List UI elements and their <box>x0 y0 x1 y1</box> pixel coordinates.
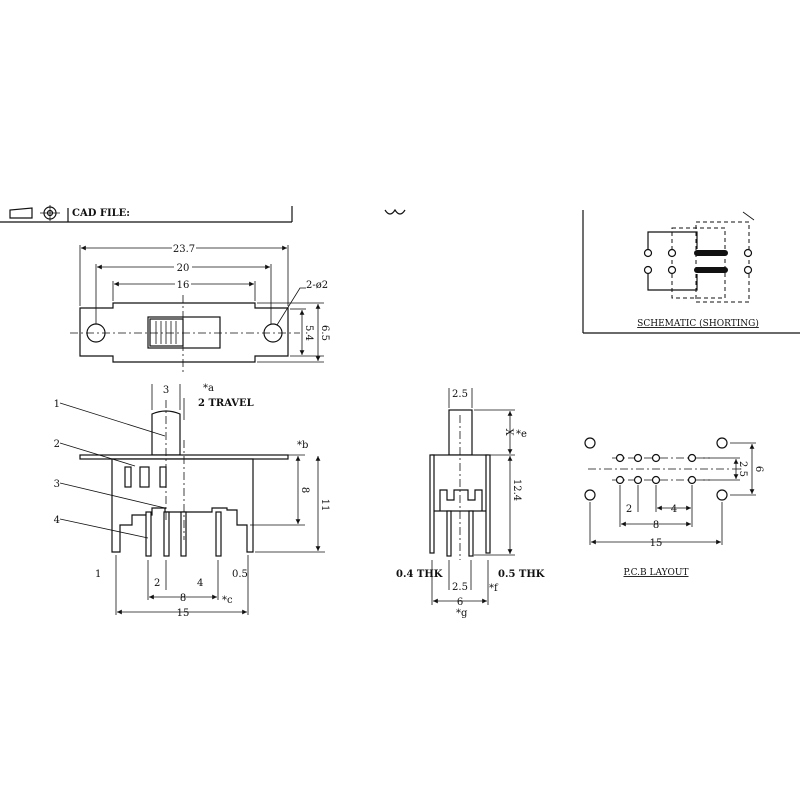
callout-2: 2 <box>54 439 60 450</box>
pcb-dim-2: 2 <box>626 504 632 515</box>
dim-height-outer: 6.5 <box>319 325 330 341</box>
note-g: *g <box>456 608 468 619</box>
dim-8-horizontal: 8 <box>180 593 186 604</box>
side-view: 1 2 3 4 3 *a 2 TRAVEL *b 8 11 1 2 4 0.5 … <box>54 383 330 619</box>
dim-4: 4 <box>197 578 203 589</box>
dim-1: 1 <box>95 569 101 580</box>
callout-1: 1 <box>54 399 60 410</box>
dim-holes: 20 <box>177 263 190 274</box>
dim-overall: 23.7 <box>173 244 195 255</box>
thk-left: 0.4 THK <box>396 569 443 580</box>
dim-2: 2 <box>154 578 160 589</box>
dim-actuator: 3 <box>163 385 169 396</box>
pcb-dim-2-5: 2.5 <box>737 461 748 477</box>
dim-11: 11 <box>319 499 330 512</box>
note-b: *b <box>297 440 308 451</box>
pcb-dim-6: 6 <box>753 466 764 472</box>
pcb-dim-15: 15 <box>650 538 663 549</box>
thk-right: 0.5 THK <box>498 569 545 580</box>
pcb-layout: 2.5 6 2 4 8 15 P.C.B LAYOUT <box>584 437 764 578</box>
note-c: *c <box>222 595 233 606</box>
pcb-dim-4: 4 <box>671 504 677 515</box>
callout-4: 4 <box>54 515 60 526</box>
schematic: SCHEMATIC (SHORTING) <box>582 210 800 334</box>
note-a: *a <box>203 383 214 394</box>
projection-symbol-icon <box>9 205 60 221</box>
dim-x: X <box>503 428 514 436</box>
schematic-title: SCHEMATIC (SHORTING) <box>637 318 759 329</box>
pcb-dim-8: 8 <box>653 520 659 531</box>
pcb-layout-title: P.C.B LAYOUT <box>623 568 688 578</box>
hole-note: 2-ø2 <box>306 280 328 291</box>
travel-label: 2 TRAVEL <box>198 398 254 409</box>
dim-8-vertical: 8 <box>299 487 310 493</box>
dim-body: 16 <box>177 280 190 291</box>
callout-3: 3 <box>54 479 60 490</box>
dim-width: 6 <box>457 597 463 608</box>
title-block: CAD FILE: <box>0 205 406 223</box>
dim-height-inner: 5.4 <box>303 325 314 341</box>
dim-pitch: 2.5 <box>452 582 468 593</box>
top-view: 23.7 20 16 2-ø2 5.4 6.5 <box>70 244 330 372</box>
note-f: *f <box>489 583 499 594</box>
note-e: *e <box>516 429 527 440</box>
dim-height: 12.4 <box>511 479 522 501</box>
dim-actuator-width: 2.5 <box>452 389 468 400</box>
cad-file-label: CAD FILE: <box>72 208 130 219</box>
front-view: 2.5 X *e 12.4 0.4 THK 0.5 THK 2.5 *f 6 *… <box>396 388 545 619</box>
dim-15: 15 <box>177 608 190 619</box>
wave-mark-icon <box>384 208 406 215</box>
dim-0-5: 0.5 <box>232 569 248 580</box>
